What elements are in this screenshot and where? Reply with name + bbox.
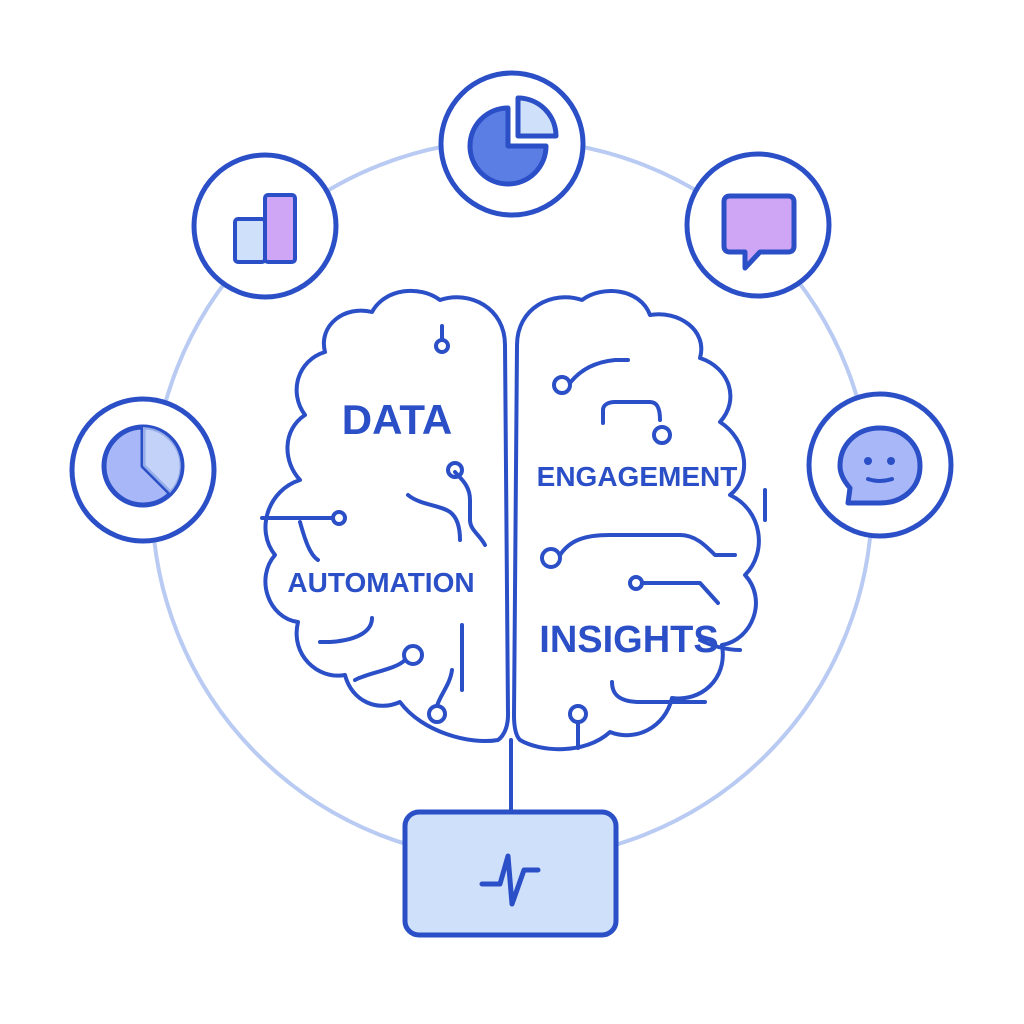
circuit-node [427, 704, 447, 724]
circuit-node [446, 461, 464, 479]
pulse-icon [479, 853, 541, 907]
pie-chart-icon [467, 95, 559, 187]
node-clock [69, 396, 217, 544]
node-bar-chart [191, 152, 339, 300]
label-insights: INSIGHTS [539, 619, 718, 661]
left-circuits [260, 324, 487, 724]
circuit-node [434, 338, 450, 354]
circuit-node [568, 704, 588, 724]
circuit-node [402, 644, 424, 666]
bar-chart-icon [233, 193, 297, 264]
device-box [402, 809, 619, 938]
label-data: DATA [342, 396, 452, 443]
label-engagement: ENGAGEMENT [537, 461, 738, 492]
clock-icon [101, 424, 185, 508]
node-chat-bubble [684, 151, 832, 299]
node-pie-chart [438, 70, 586, 218]
smiley-chat-icon [837, 425, 923, 506]
circuit-node [540, 547, 562, 569]
chat-bubble-icon [721, 193, 797, 271]
circuit-node [652, 425, 672, 445]
label-automation: AUTOMATION [287, 567, 474, 598]
right-circuits [540, 358, 767, 750]
node-smiley-chat [806, 391, 954, 539]
brain: DATA ENGAGEMENT AUTOMATION INSIGHTS [260, 288, 767, 814]
circuit-node [331, 510, 347, 526]
brain-right-hemisphere [512, 289, 761, 752]
circuit-node [552, 375, 572, 395]
brain-left-hemisphere [263, 288, 510, 743]
